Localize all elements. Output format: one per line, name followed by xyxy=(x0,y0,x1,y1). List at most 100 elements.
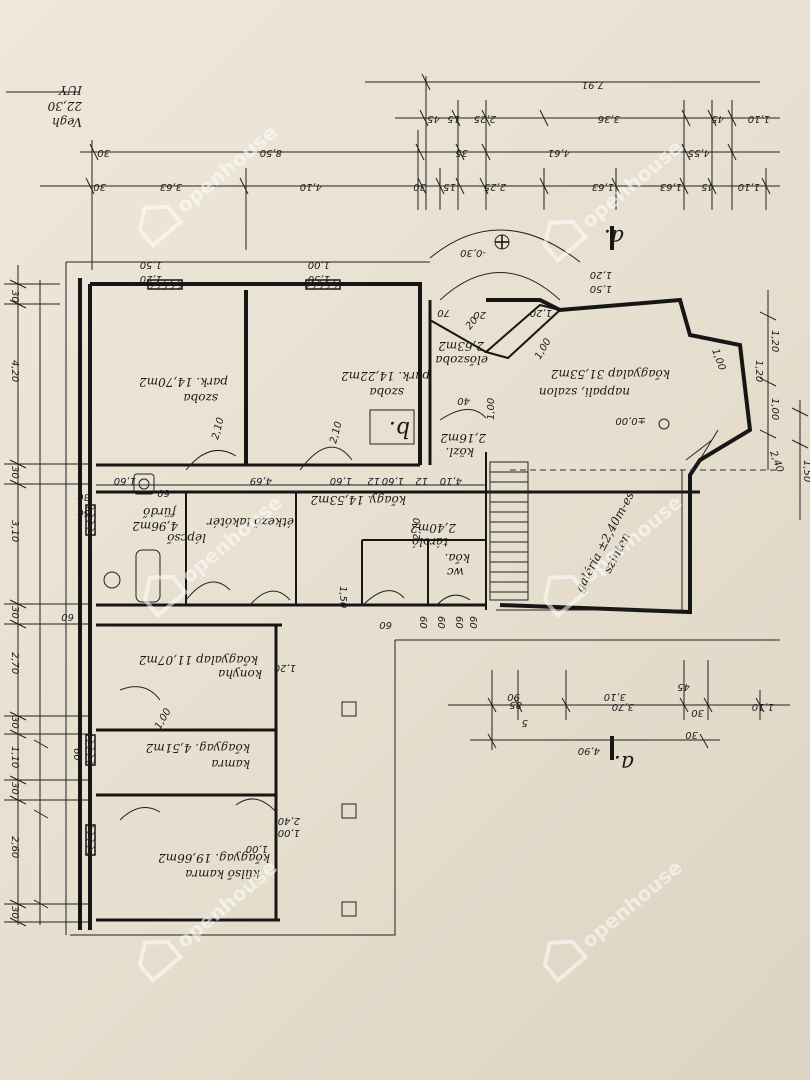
dimension-label: 5 xyxy=(522,717,528,728)
dimension-label: 3,10 xyxy=(604,691,626,702)
dimension-label: 2,25 xyxy=(474,113,496,124)
dimension-label: 60 xyxy=(453,616,464,629)
dimension-label: 2,10 xyxy=(210,416,226,440)
header-note-line: Vegh xyxy=(52,115,82,129)
dimension-label: 2,25 xyxy=(484,181,506,192)
dimension-label: 30 xyxy=(9,782,20,795)
dimension-label: 3,63 xyxy=(160,181,182,192)
column-marker xyxy=(341,803,357,819)
room-name: kamra xyxy=(211,757,250,771)
dimension-label: 1,60 xyxy=(382,475,404,486)
section-labels: a. a. b. -0,30 ±0,00 xyxy=(369,224,646,775)
room-name: fürdő xyxy=(142,505,177,519)
dimension-label: 3,36 xyxy=(598,113,620,124)
dimension-label: 4,55 xyxy=(688,147,710,158)
room-name: külső kamra xyxy=(185,867,260,881)
watermarks: openhouse openhouse openhouse openhouse … xyxy=(137,120,687,984)
dimension-label: 1,20 xyxy=(274,662,296,673)
dimension-label: 1,50 xyxy=(337,586,348,608)
dimension-label: 1,60 xyxy=(330,475,352,486)
room-note: lépcső xyxy=(167,531,207,545)
dimension-label: 60 xyxy=(379,619,392,630)
room-name: nappali, szalon xyxy=(539,385,630,399)
room-name: konyha xyxy=(218,667,262,681)
dimension-label: 7,91 xyxy=(582,79,604,90)
room-area: 4,96m2 xyxy=(132,519,179,533)
room-name: szoba xyxy=(369,385,404,399)
dimension-label: 60 xyxy=(435,616,446,629)
section-label: a. xyxy=(614,750,634,775)
dimension-label: 1,20 xyxy=(140,273,162,284)
dimension-label: 60 xyxy=(61,611,74,622)
window xyxy=(85,504,96,536)
dimension-label: 45 xyxy=(711,113,724,124)
dimension-label: 4,20 xyxy=(9,360,20,382)
dimension-label: 1,50 xyxy=(308,273,330,284)
dimension-label: 1,63 xyxy=(660,181,682,192)
right-dimension-chain: 1,20 1,00 1,50 xyxy=(759,290,810,520)
dimension-label: 4,10 xyxy=(440,475,462,486)
dimension-label: 15 xyxy=(447,113,460,124)
dimension-label: 1,20 xyxy=(769,330,780,352)
dimension-label: 1,20 xyxy=(590,269,612,280)
header-note: Vegh 22,30 IUY xyxy=(47,83,83,129)
column-marker xyxy=(341,901,357,917)
dimension-label: 30 xyxy=(9,466,20,479)
sink-fixture xyxy=(133,473,155,495)
dimension-label: 4,61 xyxy=(548,147,570,158)
building-outline xyxy=(65,229,780,936)
dimension-label: 15 xyxy=(443,181,456,192)
room-name: tároló xyxy=(412,535,448,549)
dimension-label: 70 xyxy=(437,307,450,318)
dimension-label: 60 xyxy=(467,616,478,629)
level-marker xyxy=(658,418,670,430)
room-area: kőagyag. 4,51m2 xyxy=(146,741,250,755)
dimension-label: 1,00 xyxy=(533,337,554,362)
dimension-label: 2,10 xyxy=(328,420,344,444)
dimension-label: 2,60 xyxy=(9,836,20,858)
dimension-label: 2,40 xyxy=(767,449,785,474)
room-name: előszoba xyxy=(435,353,488,367)
room-area: park. 14,22m2 xyxy=(341,369,430,383)
window xyxy=(85,734,96,766)
dimension-label: 1,10 xyxy=(748,113,770,124)
window xyxy=(147,279,183,290)
room-name: közl. xyxy=(446,445,474,459)
dimension-label: 30 xyxy=(77,491,90,502)
top-dimension-chains: 7,91 1,10 45 3,36 2,25 15 45 4,55 4,61 3… xyxy=(40,73,780,270)
dimension-label: 12 xyxy=(415,475,428,486)
watermark-text: openhouse xyxy=(172,120,282,218)
dimension-label: 1,63 xyxy=(592,181,614,192)
dimension-label: 30 xyxy=(413,181,426,192)
dimension-label: 4,90 xyxy=(578,745,600,756)
dimension-label: 3,10 xyxy=(9,520,20,542)
dimension-label: 60 xyxy=(71,748,82,761)
dimension-label: 30 xyxy=(685,729,698,740)
dimension-label: 60 xyxy=(417,616,428,629)
dimension-label: 35 xyxy=(455,147,468,158)
dimension-label: 1,00 xyxy=(709,347,727,372)
watermark-text: openhouse xyxy=(577,855,687,953)
window xyxy=(85,824,96,856)
dimension-label: 30 xyxy=(9,906,20,919)
dimension-label: 1,00 xyxy=(246,843,268,854)
room-area: kőa. xyxy=(445,551,470,565)
dimension-label: 3,70 xyxy=(612,701,634,712)
dimension-label: 20 xyxy=(473,309,486,320)
dimension-label: 60 xyxy=(77,507,90,518)
dimension-label: 1,50 xyxy=(590,283,612,294)
room-labels: szoba park. 14,70m2 szoba park. 14,22m2 … xyxy=(132,339,670,881)
room-area: kőagyalap 11,07m2 xyxy=(139,653,258,667)
window xyxy=(305,279,341,290)
dimension-label: 2,70 xyxy=(9,652,20,674)
dimension-label: 4,10 xyxy=(300,181,322,192)
dimension-label: 2,10 xyxy=(412,518,423,540)
header-note-line: 22,30 xyxy=(47,99,83,113)
dimension-label: 30 xyxy=(93,181,106,192)
dimension-label: 1,20 xyxy=(530,307,552,318)
section-label: b. xyxy=(389,416,410,441)
dimension-label: 1,10 xyxy=(738,181,760,192)
room-name: szoba xyxy=(183,391,218,405)
